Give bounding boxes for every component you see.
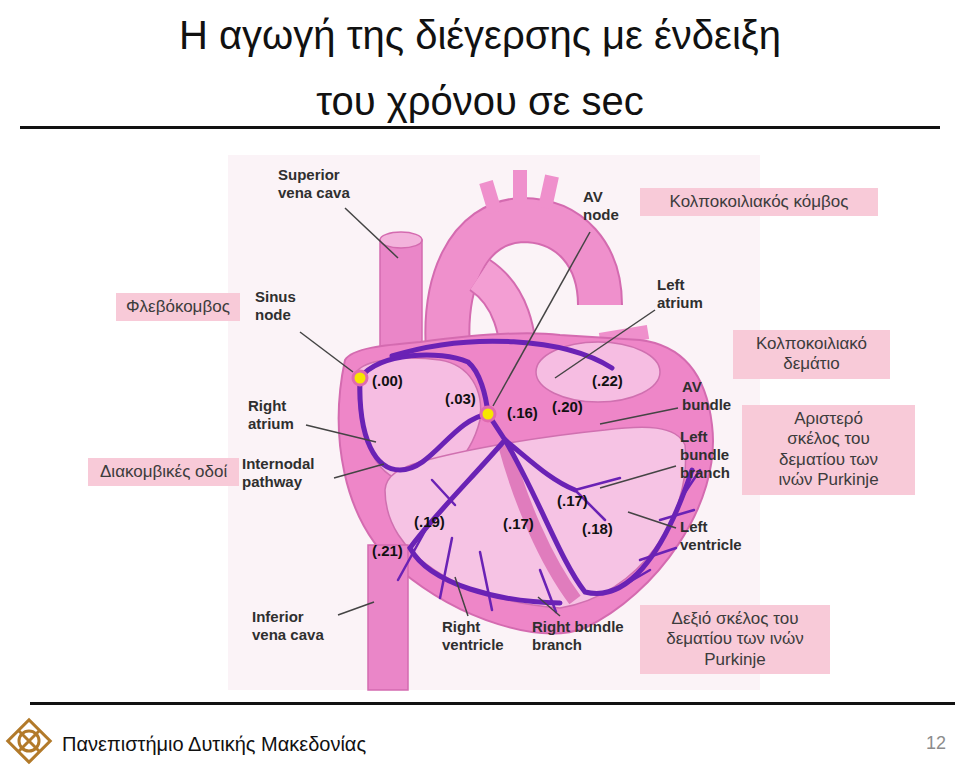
label-box: Φλεβόκομβος: [116, 293, 240, 321]
box-text: Κολποκοιλιακό δεμάτιο: [737, 334, 886, 375]
time-value: (.20): [552, 398, 583, 415]
part-label: Internodal pathway: [242, 455, 332, 491]
box-text: Φλεβόκομβος: [126, 297, 230, 317]
time-value: (.22): [592, 372, 623, 389]
part-label: Right atrium: [248, 397, 308, 433]
time-value: (.18): [582, 520, 613, 537]
part-label: Right bundle branch: [532, 618, 642, 654]
label-box: Διακομβικές οδοί: [88, 458, 239, 486]
time-value: (.16): [507, 404, 538, 421]
time-value: (.17): [557, 492, 588, 509]
label-box: Κολποκοιλιακό δεμάτιο: [733, 330, 890, 379]
part-label: Left atrium: [657, 276, 717, 312]
part-label: Inferior vena cava: [252, 608, 337, 644]
time-value: (.19): [414, 513, 445, 530]
part-label: AV bundle: [682, 378, 744, 414]
part-label: AV node: [583, 188, 633, 224]
part-label: Right ventricle: [442, 618, 537, 654]
box-text: Αριστερό σκέλος του δεματίου των ινών Pu…: [766, 409, 891, 491]
label-box: Αριστερό σκέλος του δεματίου των ινών Pu…: [742, 405, 915, 495]
label-box: Κολποκοιλιακός κόμβος: [640, 188, 878, 216]
time-value: (.21): [372, 542, 403, 559]
slide-title: Η αγωγή της διέγερσης με ένδειξη του χρό…: [160, 2, 800, 134]
footer-text: Πανεπιστήμιο Δυτικής Μακεδονίας: [62, 733, 366, 756]
time-value: (.03): [445, 390, 476, 407]
time-value: (.17): [503, 515, 534, 532]
part-label: Sinus node: [255, 288, 307, 324]
label-box: Δεξιό σκέλος του δεματίου των ινών Purki…: [640, 605, 830, 674]
box-text: Δεξιό σκέλος του δεματίου των ινών Purki…: [645, 609, 825, 670]
box-text: Διακομβικές οδοί: [100, 462, 227, 482]
university-logo: [8, 720, 50, 762]
part-label: Left ventricle: [680, 518, 755, 554]
page-number: 12: [926, 733, 946, 754]
part-label: Superior vena cava: [278, 166, 363, 202]
time-value: (.00): [372, 372, 403, 389]
box-text: Κολποκοιλιακός κόμβος: [646, 192, 872, 212]
part-label: Left bundle branch: [680, 428, 742, 482]
